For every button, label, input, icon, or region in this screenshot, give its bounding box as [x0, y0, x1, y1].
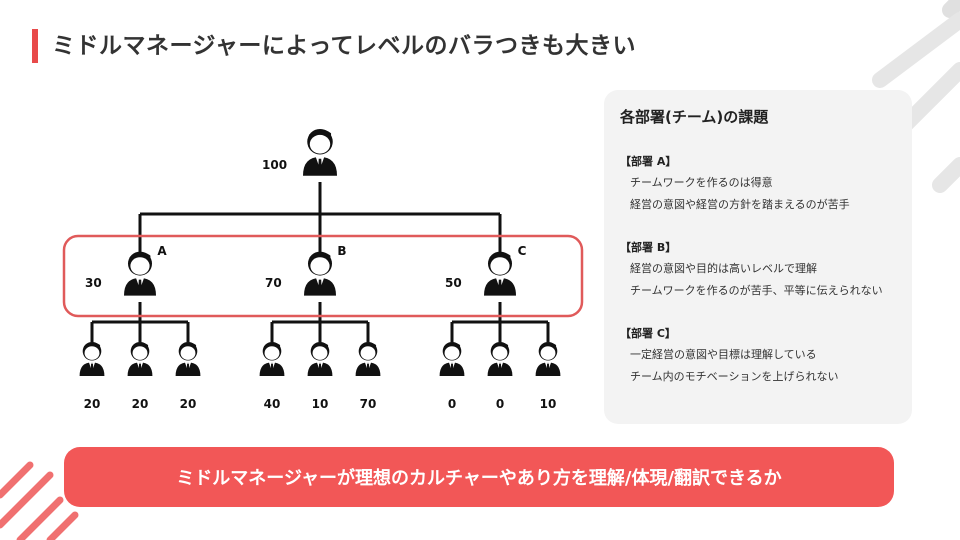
- manager-score: 30: [85, 276, 102, 290]
- member-score: 10: [311, 397, 329, 411]
- manager-score: 70: [265, 276, 282, 290]
- person-icon: [127, 341, 153, 377]
- manager-label: B: [337, 244, 347, 258]
- dept-issue: チームワークを作るのは得意: [630, 176, 773, 189]
- dept-issue: チームワークを作るのが苦手、平等に伝えられない: [630, 284, 883, 297]
- member-score: 20: [83, 397, 101, 411]
- member-score: 70: [359, 397, 377, 411]
- person-icon: [439, 341, 465, 377]
- dept-name: 【部署 B】: [620, 241, 677, 254]
- member-score: 20: [179, 397, 197, 411]
- manager-score: 50: [445, 276, 462, 290]
- person-icon: [303, 128, 337, 176]
- person-icon: [259, 341, 285, 377]
- panel-title: 各部署(チーム)の課題: [620, 108, 769, 126]
- top-score: 100: [262, 158, 288, 172]
- summary-banner: ミドルマネージャーが理想のカルチャーやあり方を理解/体現/翻訳できるか: [64, 447, 894, 507]
- manager-label: C: [517, 244, 527, 258]
- dept-issue: 経営の意図や目的は高いレベルで理解: [630, 262, 817, 275]
- dept-issue: 一定経営の意図や目標は理解している: [630, 348, 817, 361]
- dept-name: 【部署 C】: [620, 327, 676, 340]
- slide-title: ミドルマネージャーによってレベルのバラつきも大きい: [52, 33, 637, 59]
- person-icon: [487, 341, 513, 377]
- title-accent-bar: [32, 29, 38, 63]
- member-score: 0: [447, 397, 457, 411]
- person-icon: [484, 251, 516, 296]
- person-icon: [355, 341, 381, 377]
- member-score: 0: [495, 397, 505, 411]
- manager-label: A: [157, 244, 167, 258]
- member-score: 10: [539, 397, 557, 411]
- dept-issue: チーム内のモチベーションを上げられない: [630, 370, 839, 383]
- dept-name: 【部署 A】: [620, 155, 677, 168]
- dept-issue: 経営の意図や経営の方針を踏まえるのが苦手: [630, 198, 850, 211]
- person-icon: [304, 251, 336, 296]
- person-icon: [79, 341, 105, 377]
- dept-a: 【部署 A】 チームワークを作るのは得意 経営の意図や経営の方針を踏まえるのが苦…: [620, 152, 910, 216]
- member-score: 40: [263, 397, 281, 411]
- decorative-stripes-bottom-left: [0, 461, 79, 540]
- member-score: 20: [131, 397, 149, 411]
- dept-b: 【部署 B】 経営の意図や目的は高いレベルで理解 チームワークを作るのが苦手、平…: [620, 238, 910, 302]
- manager-highlight-box: [62, 234, 584, 318]
- dept-c: 【部署 C】 一定経営の意図や目標は理解している チーム内のモチベーションを上げ…: [620, 324, 910, 388]
- person-icon: [124, 251, 156, 296]
- person-icon: [175, 341, 201, 377]
- person-icon: [307, 341, 333, 377]
- person-icon: [535, 341, 561, 377]
- org-chart-svg: [62, 128, 584, 377]
- issues-panel: 各部署(チーム)の課題 【部署 A】 チームワークを作るのは得意 経営の意図や経…: [604, 90, 912, 424]
